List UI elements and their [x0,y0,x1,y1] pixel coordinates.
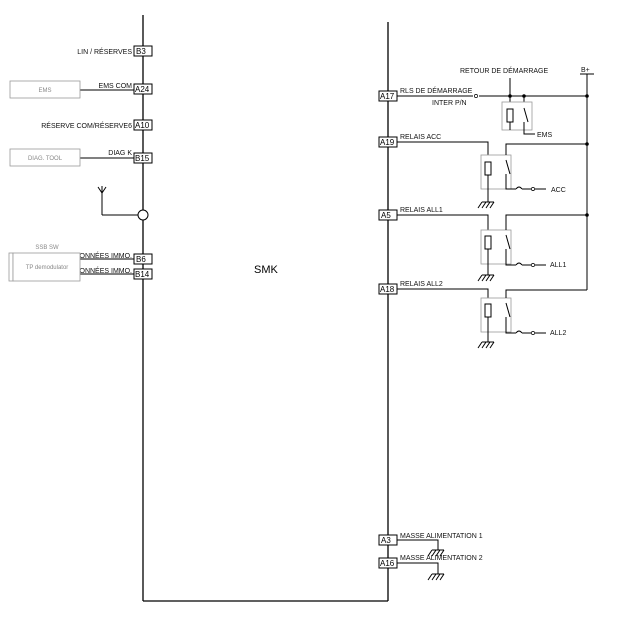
inter-label: INTER P/N [432,100,467,107]
left-pin-b14: B14 DONNÉES IMMO. [74,266,153,280]
ems-relay-label: EMS [537,132,553,139]
pin-label: EMS COM [99,83,133,90]
right-pin-a5: A5 RELAIS ALL1 [378,207,489,230]
pin-label: MASSE ALIMENTATION 1 [400,533,483,540]
left-pin-b3: B3 LIN / RÉSERVES [77,45,153,57]
antenna-icon [97,186,149,221]
all2-label: ALL2 [550,330,566,337]
pin-id: A10 [135,121,150,130]
pin-id: A16 [380,559,395,568]
svg-text:EMS: EMS [38,88,51,94]
acc-relay: ACC [477,143,587,209]
pin-label: MASSE ALIMENTATION 2 [400,555,483,562]
pin-id: B15 [135,154,150,163]
immobilizer-header: SSB SW [35,245,59,251]
immobilizer-label: TP demodulator [26,265,69,271]
pin-id: A3 [381,536,391,545]
pin-label: DIAG K [108,150,132,157]
smk-module: SMK [142,15,389,602]
pin-id: A19 [380,138,395,147]
left-pin-b6: B6 DONNÉES IMMO. [74,251,153,265]
diag-tool-box: DIAG. TOOL [9,148,81,167]
supply-bus [580,73,594,290]
supply-label: B+ [581,67,590,74]
ground-icon [427,573,445,581]
right-pin-a3: A3 MASSE ALIMENTATION 1 [378,533,483,550]
ground-icon [477,274,495,282]
ground-icon [477,341,495,349]
pin-label: RELAIS ACC [400,134,441,141]
right-pin-a19: A19 RELAIS ACC [378,134,489,155]
pin-label: DONNÉES IMMO. [74,266,132,275]
left-pin-a10: A10 RÉSERVE COM/RÉSERVE6 [41,119,153,131]
pin-id: A17 [380,92,395,101]
retour-label: RETOUR DE DÉMARRAGE [460,66,548,75]
right-pin-a18: A18 RELAIS ALL2 [378,281,489,298]
right-pin-a17: A17 RLS DE DÉMARRAGE [378,86,587,102]
pin-id: B6 [136,255,146,264]
pin-label: RELAIS ALL2 [400,281,443,288]
pin-label: RELAIS ALL1 [400,207,443,214]
ground-icon [477,201,495,209]
pin-label: LIN / RÉSERVES [77,47,132,56]
pin-id: B14 [135,270,150,279]
module-title: SMK [254,264,279,276]
pin-label: RLS DE DÉMARRAGE [400,86,473,95]
immobilizer-box: SSB SW TP demodulator [8,245,81,282]
left-pin-b15: B15 DIAG K [80,150,153,164]
ems-box: EMS [9,80,81,99]
pin-label: RÉSERVE COM/RÉSERVE6 [41,121,132,130]
acc-label: ACC [551,187,566,194]
ground-icon [427,549,445,557]
pin-id: A5 [381,211,391,220]
pin-id: A18 [380,285,395,294]
pin-id: B3 [136,47,146,56]
all1-label: ALL1 [550,262,566,269]
pin-id: A24 [135,85,150,94]
svg-text:DIAG. TOOL: DIAG. TOOL [28,156,63,162]
all2-relay: ALL2 [477,289,587,349]
left-pin-a24: A24 EMS COM [80,83,153,95]
all1-relay: ALL1 [477,214,587,282]
pin-label: DONNÉES IMMO. [74,251,132,260]
start-relay [501,78,535,135]
right-pin-a16: A16 MASSE ALIMENTATION 2 [378,555,483,574]
